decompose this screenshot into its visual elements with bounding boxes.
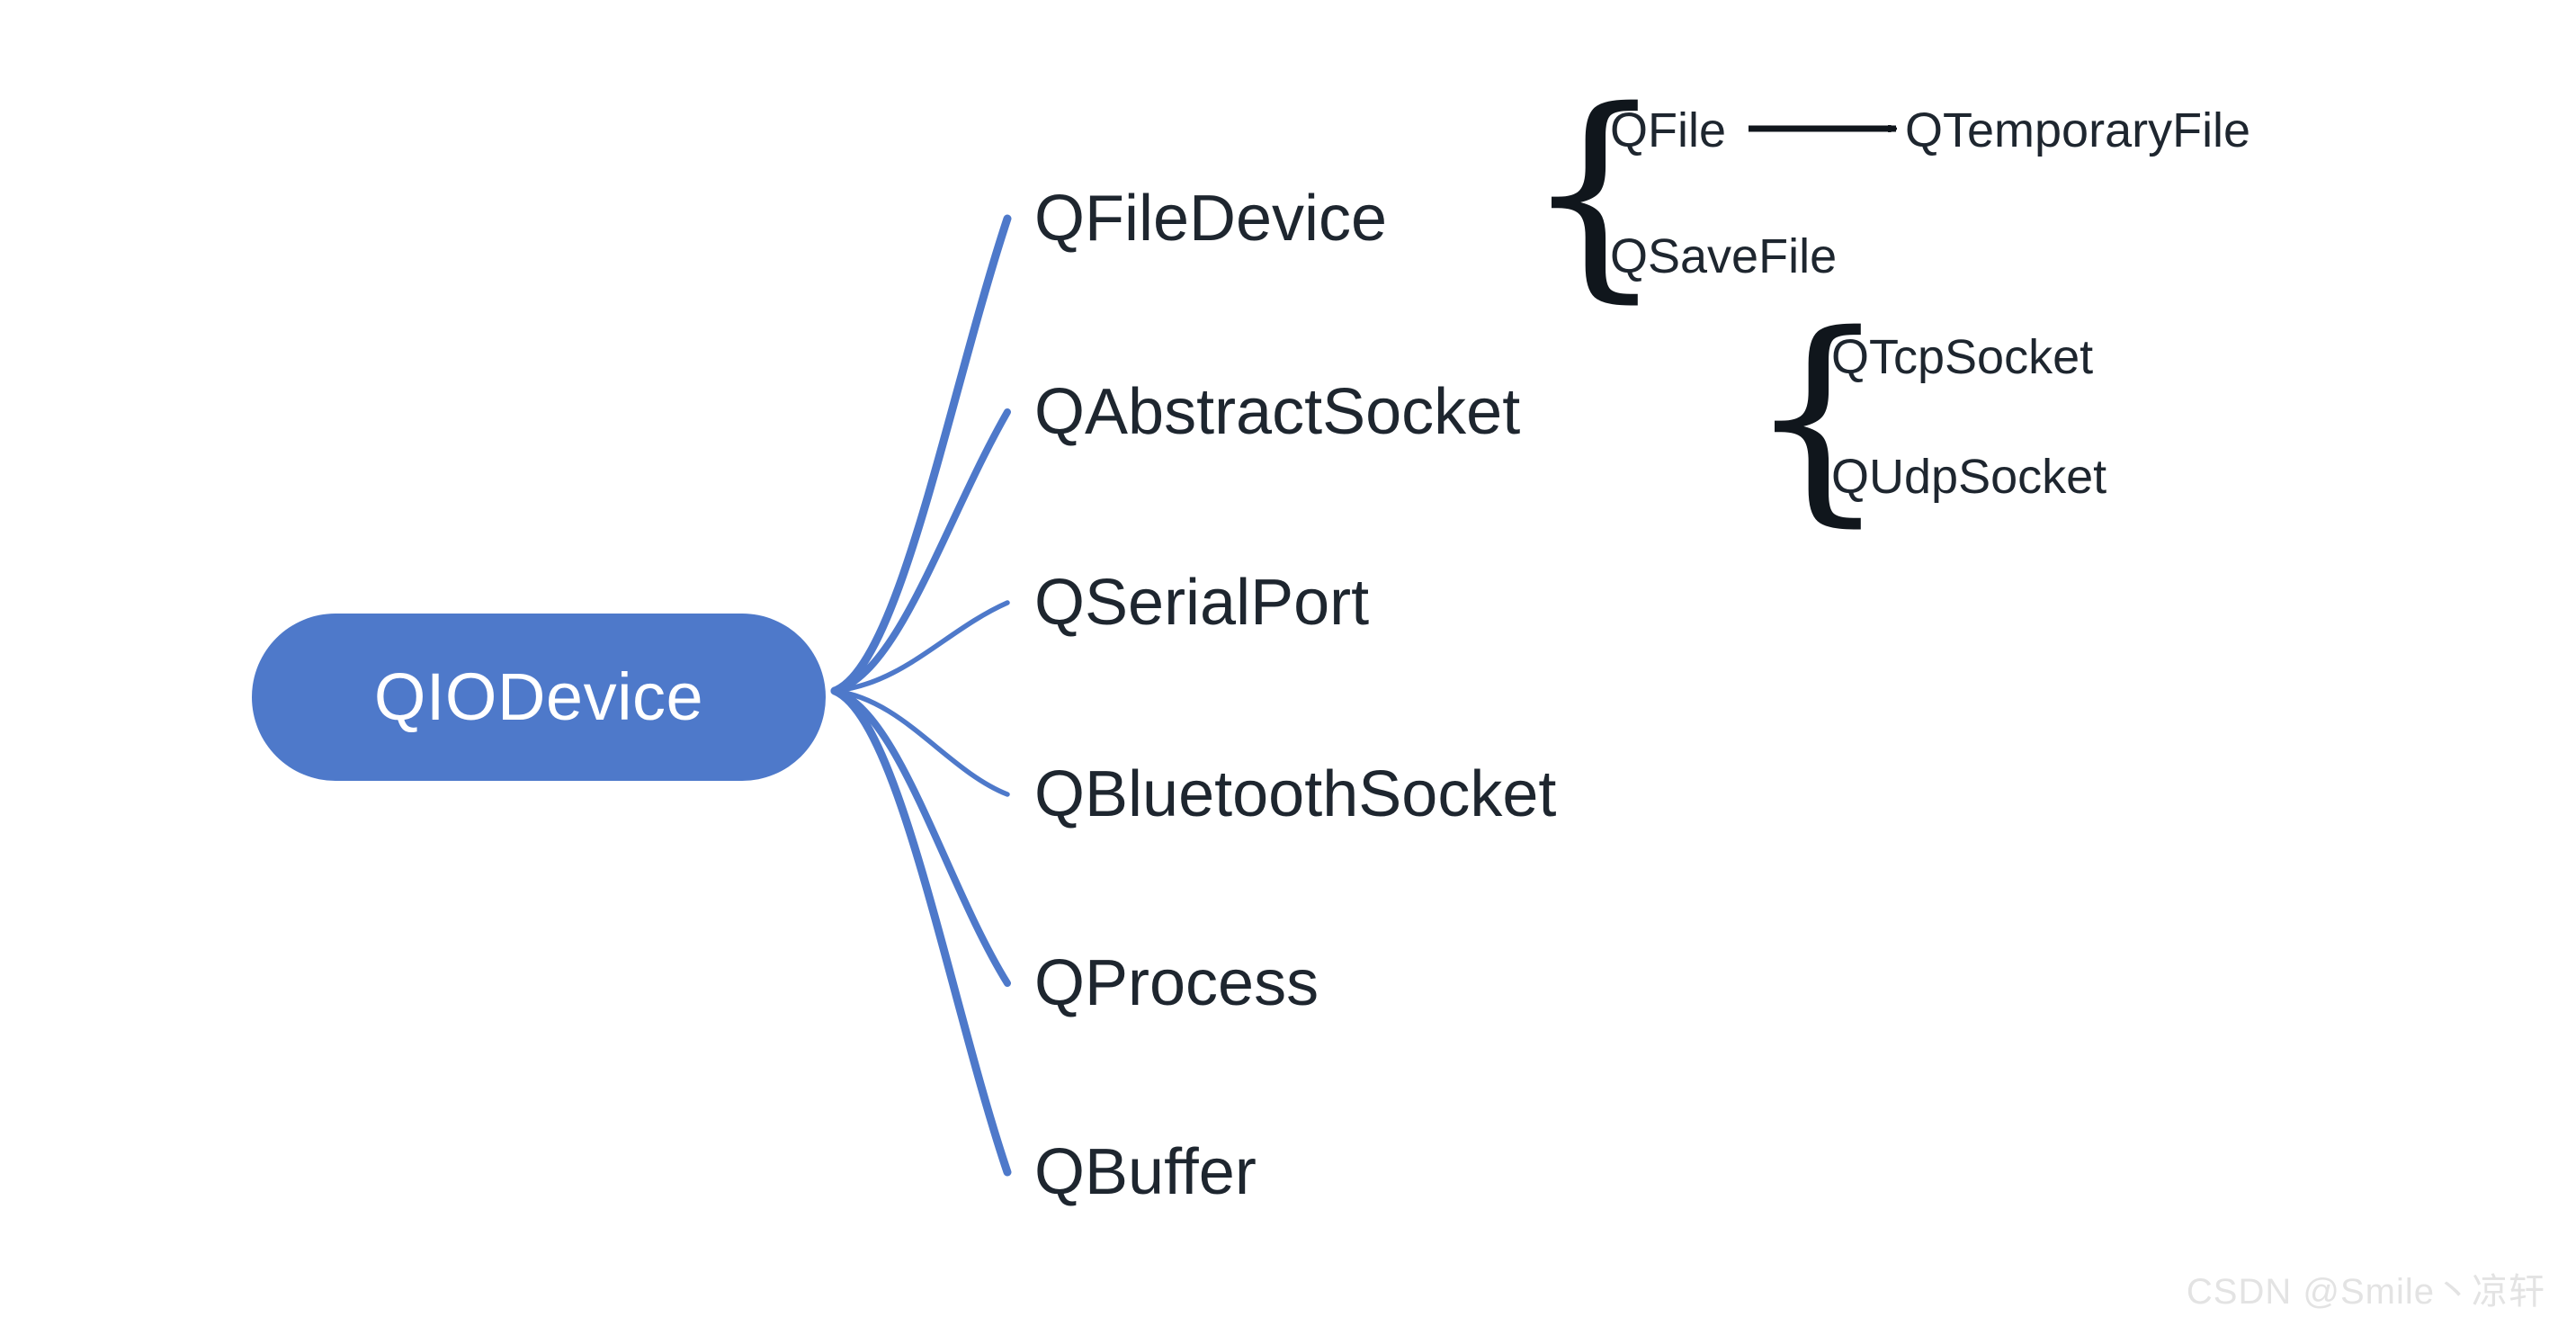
- curly-brace-qabstractsocket: {: [1747, 287, 1889, 546]
- leaf-label-qfile[interactable]: QFile: [1610, 103, 1727, 157]
- branch-curve-qserialport: [832, 600, 1010, 694]
- root-node-label: QIODevice: [373, 659, 704, 734]
- branch-label-qbluetoothsocket[interactable]: QBluetoothSocket: [1034, 758, 1557, 830]
- leaf-label-qsavefile[interactable]: QSaveFile: [1610, 229, 1838, 283]
- branch-curve-qbluetoothsocket: [832, 688, 1010, 797]
- branch-label-qserialport[interactable]: QSerialPort: [1034, 567, 1370, 639]
- leaf-label-qtcpsocket[interactable]: QTcpSocket: [1831, 330, 2094, 384]
- leaf-label-qtemporaryfile[interactable]: QTemporaryFile: [1905, 103, 2251, 157]
- branch-label-qabstractsocket[interactable]: QAbstractSocket: [1034, 376, 1521, 448]
- branch-curve-qprocess: [831, 687, 1011, 987]
- branch-curve-qbuffer: [830, 686, 1012, 1177]
- branch-label-qfiledevice[interactable]: QFileDevice: [1034, 183, 1388, 255]
- leaf-label-qudpsocket[interactable]: QUdpSocket: [1831, 450, 2107, 504]
- branch-curve-qabstractsocket: [831, 408, 1011, 694]
- root-node-qiodevice[interactable]: QIODevice: [252, 614, 826, 781]
- branch-label-qbuffer[interactable]: QBuffer: [1034, 1136, 1257, 1208]
- watermark: CSDN @Smile丶凉轩: [2186, 1272, 2545, 1312]
- branch-curve-qfiledevice: [830, 214, 1012, 695]
- curly-brace-qfiledevice: {: [1524, 63, 1666, 322]
- branch-label-qprocess[interactable]: QProcess: [1034, 947, 1319, 1019]
